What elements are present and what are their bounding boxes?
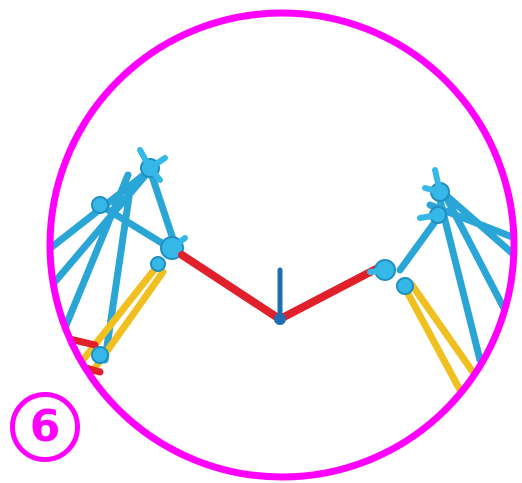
step-number-badge: 6 [10,392,80,462]
left-lower-hub [151,257,165,271]
red-beam-right [282,268,378,318]
center-post [274,270,286,325]
red-beam-left [182,255,278,318]
prong [370,270,385,272]
right-connector-prongs [370,170,440,272]
prong [420,215,438,218]
right-connectors [375,183,449,294]
right-tower-blue-rods [400,190,520,360]
step-number: 6 [30,405,61,449]
right-lower-hub [397,278,413,294]
left-mid-hub [92,197,108,213]
model-illustration [40,150,520,390]
left-bottom-hub [92,347,108,363]
left-red-rod-2 [40,355,100,372]
right-rod-4 [400,215,440,270]
center-hub [274,313,286,325]
prong [425,188,440,192]
